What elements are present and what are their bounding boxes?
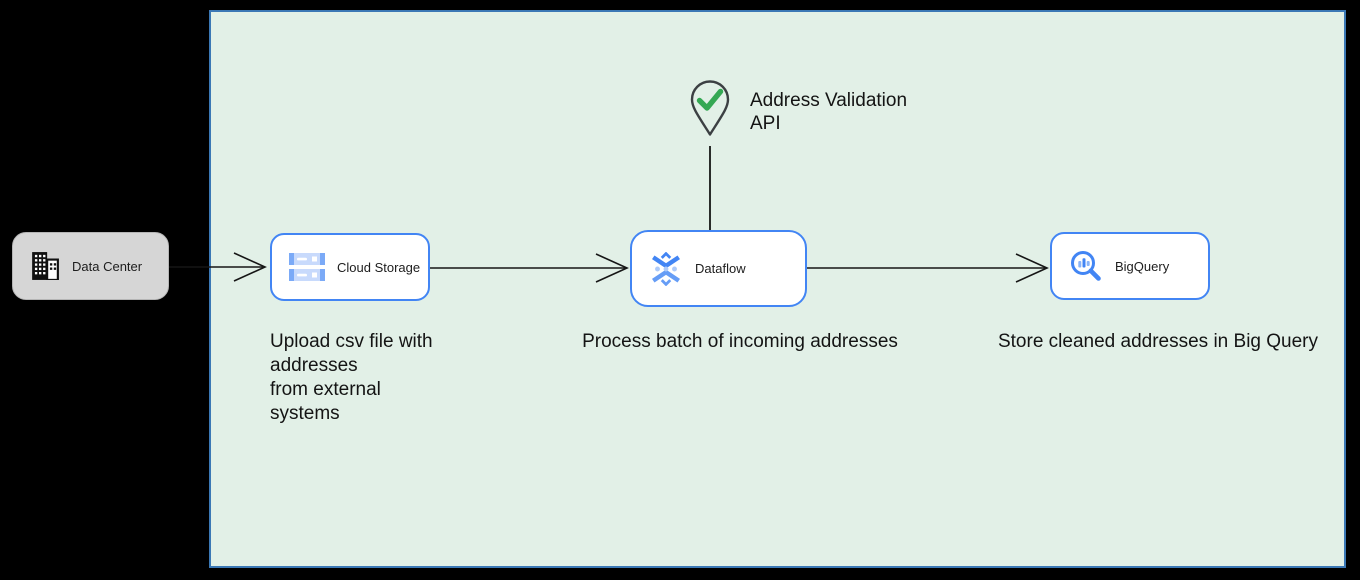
node-label: BigQuery: [1115, 258, 1170, 274]
node-label: Dataflow: [695, 261, 746, 276]
cloud-storage-icon: [289, 251, 325, 283]
node-label: Cloud Storage: [337, 259, 421, 275]
dataflow-icon: [649, 251, 683, 286]
bigquery-magnifier-icon: [1069, 249, 1103, 283]
building-icon: [30, 252, 60, 280]
node-cloud-storage[interactable]: Cloud Storage: [270, 233, 430, 301]
node-dataflow[interactable]: Dataflow: [630, 230, 807, 307]
caption-bigquery: Store cleaned addresses in Big Query: [997, 331, 1318, 352]
node-bigquery[interactable]: BigQuery: [1050, 232, 1210, 300]
caption-cloud-storage: Upload csv file with addresses from exte…: [270, 331, 433, 424]
caption-dataflow: Process batch of incoming addresses: [582, 331, 898, 352]
node-label: Data Center: [72, 258, 143, 274]
address-validation-api-label: Address Validation API: [750, 90, 908, 134]
node-address-validation-api[interactable]: [687, 79, 733, 137]
map-pin-check-icon: [687, 79, 733, 137]
node-data-center[interactable]: Data Center: [12, 232, 169, 300]
